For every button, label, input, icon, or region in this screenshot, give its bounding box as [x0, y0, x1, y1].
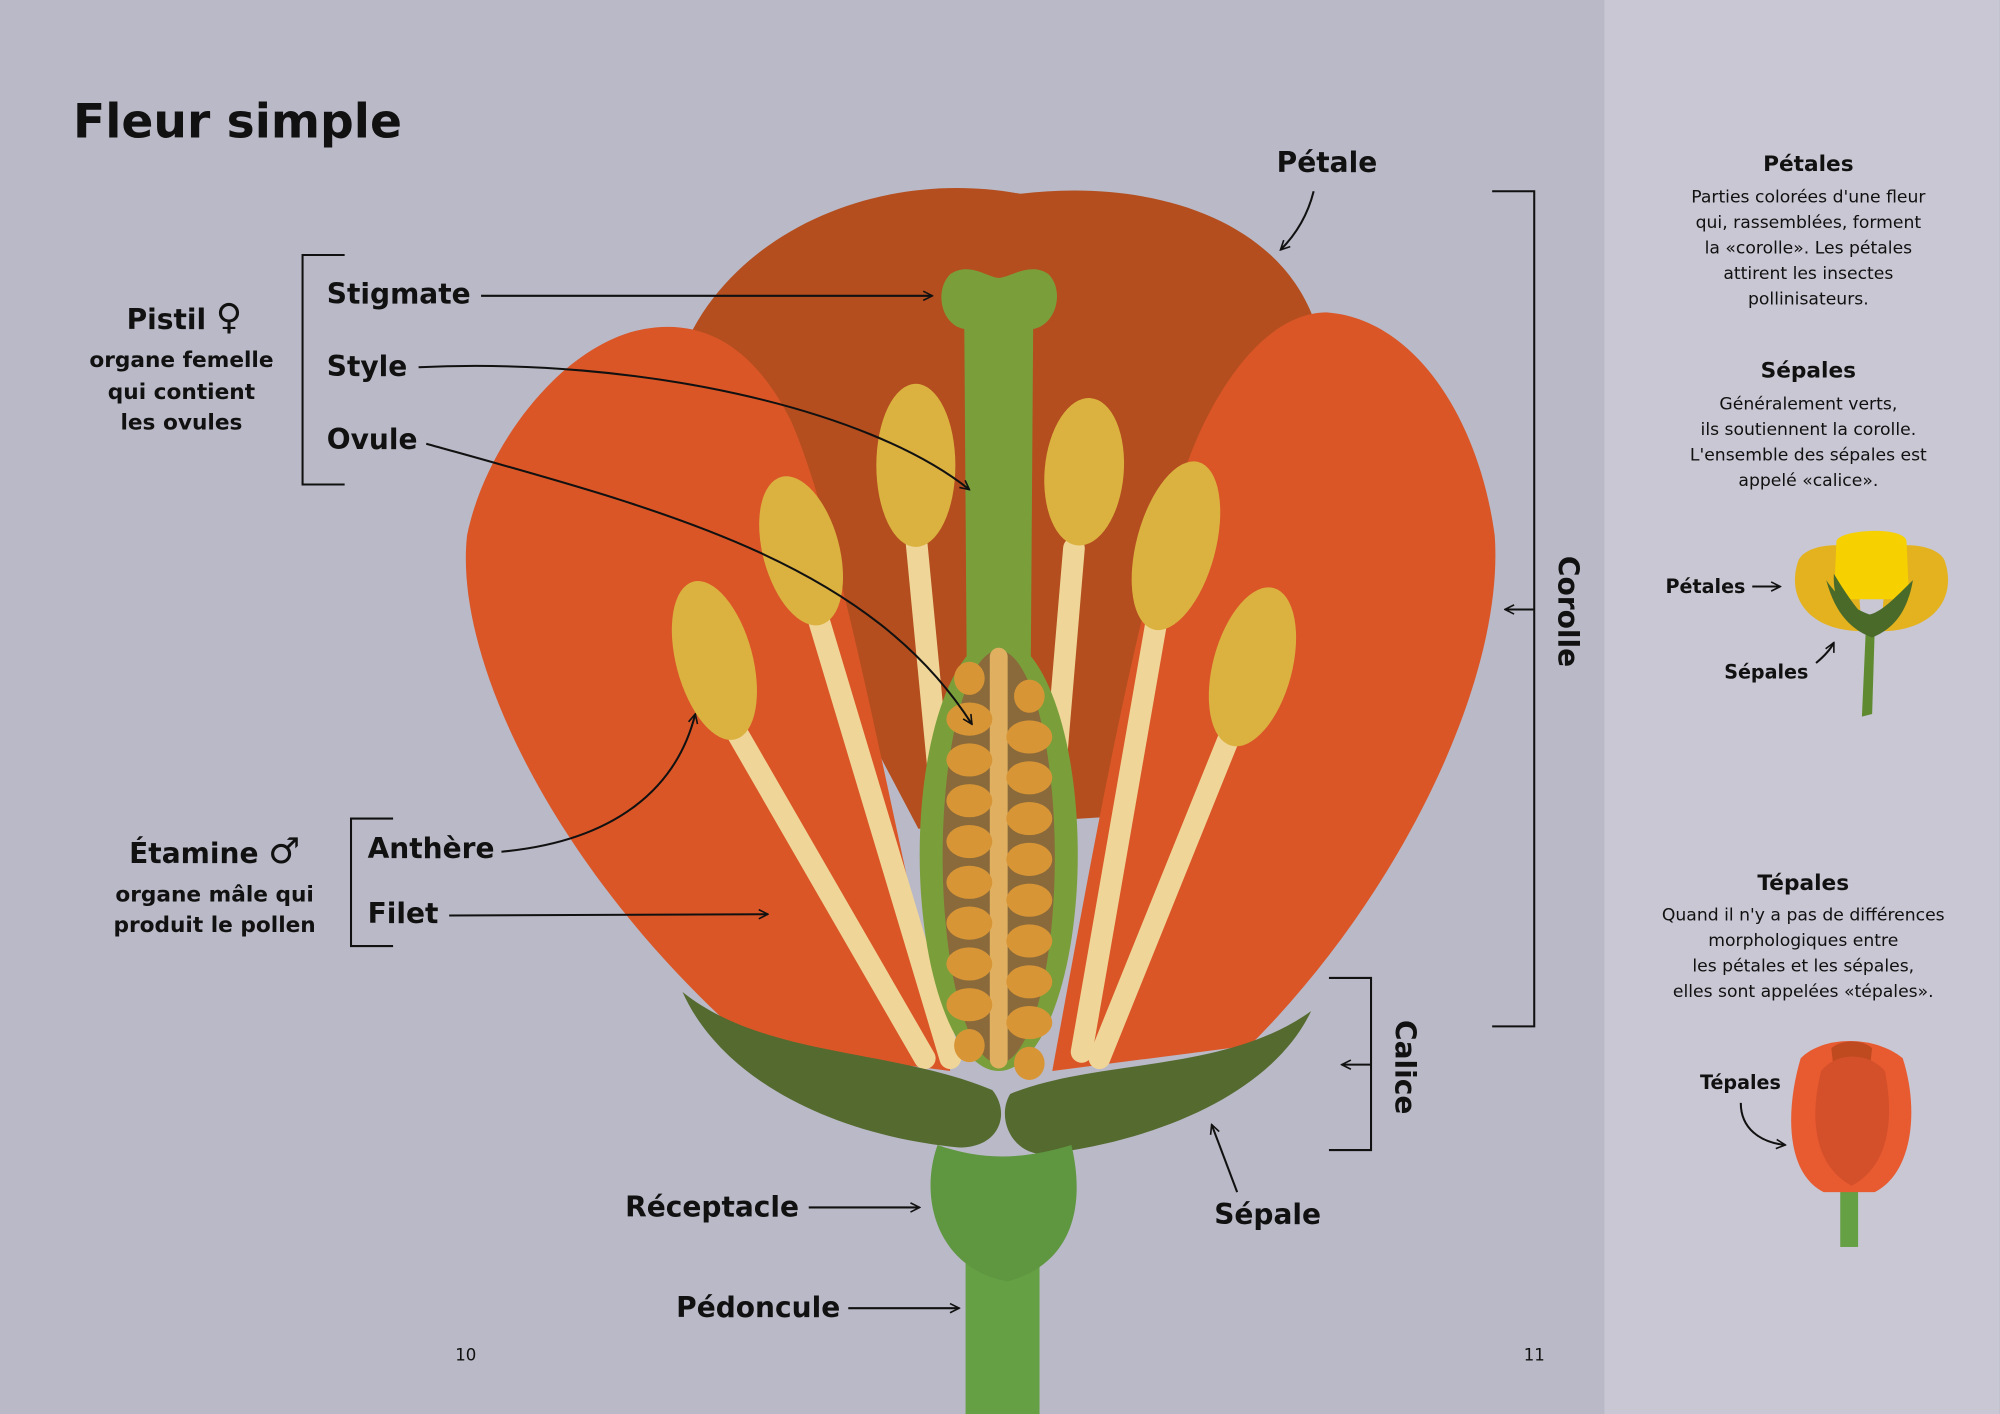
filaments [722, 524, 1242, 1070]
label-petale: Pétale [1277, 146, 1378, 179]
arrow-ovule [425, 442, 972, 725]
sidebar-text: attirent les insectes [1723, 264, 1893, 284]
ovule [946, 743, 993, 777]
label-sepale: Sépale [1214, 1198, 1321, 1231]
sidebar-petales-title: Pétales [1763, 152, 1854, 177]
ovule [1006, 1005, 1053, 1040]
etamine-desc-2: produit le pollen [113, 913, 315, 938]
label-style: Style [327, 350, 408, 383]
sidebar-text: Quand il n'y a pas de différences [1662, 906, 1945, 926]
ovule [946, 784, 993, 818]
right-panel-bg [1604, 0, 2000, 1414]
receptacle [930, 1144, 1077, 1282]
ovule [1014, 1046, 1045, 1080]
arrow-style [418, 364, 970, 490]
pistil-desc-1: organe femelle [89, 348, 273, 373]
arrow-petale [1281, 191, 1315, 250]
label-corolle: Corolle [1551, 556, 1584, 667]
sidebar-text: morphologiques entre [1708, 931, 1898, 951]
ovule [1006, 965, 1053, 999]
ovule [946, 947, 993, 981]
sidebar-text: elles sont appelées «tépales». [1673, 982, 1934, 1002]
pistil-desc-3: les ovules [120, 411, 242, 436]
flower-illustration [465, 188, 1496, 1414]
tulip-illustration [1791, 1041, 1912, 1247]
ovule [946, 988, 993, 1022]
ovule [954, 1028, 985, 1063]
ovule [1006, 842, 1053, 876]
pistil-desc-2: qui contient [108, 380, 255, 405]
yellow-flower-illustration [1794, 530, 1949, 717]
arrow-illus-tepales [1739, 1102, 1786, 1145]
etamine-desc-1: organe mâle qui [115, 882, 314, 907]
label-filet: Filet [368, 897, 439, 930]
illus-petales-label: Pétales [1666, 575, 1746, 598]
sidebar-text: pollinisateurs. [1748, 290, 1869, 310]
ovule [954, 661, 985, 695]
sidebar-text: L'ensemble des sépales est [1690, 445, 1927, 465]
label-anthere: Anthère [368, 832, 495, 865]
ovule [946, 865, 993, 899]
page-number-right: 11 [1524, 1345, 1545, 1364]
illus-sepales-label: Sépales [1724, 660, 1808, 683]
ovule [1006, 801, 1053, 836]
ovule [1006, 883, 1053, 917]
sidebar-text: qui, rassemblées, forment [1696, 213, 1922, 233]
sidebar-text: appelé «calice». [1738, 471, 1878, 491]
arrow-anthere [501, 714, 695, 853]
sidebar-text: ils soutiennent la corolle. [1701, 420, 1917, 440]
ovule [946, 906, 993, 940]
label-pedoncule: Pédoncule [676, 1291, 840, 1324]
page-title: Fleur simple [73, 95, 402, 150]
sidebar-petales: Pétales Parties colorées d'une fleur qui… [1691, 152, 1926, 310]
label-calice: Calice [1388, 1020, 1421, 1114]
page-number-left: 10 [455, 1345, 476, 1364]
arrow-filet [449, 914, 768, 915]
anthers [671, 383, 1297, 747]
pistil-bracket [301, 253, 345, 486]
pistil [919, 269, 1078, 1080]
sidebar-text: la «corolle». Les pétales [1705, 239, 1913, 259]
etamine-bracket [349, 817, 394, 948]
left-sepal [682, 991, 1002, 1148]
ovule [1014, 679, 1045, 713]
ovule [1006, 720, 1053, 754]
label-ovule: Ovule [327, 423, 418, 456]
sidebar-tepales: Tépales Quand il n'y a pas de différence… [1662, 871, 1945, 1002]
right-sepal [1004, 1011, 1312, 1155]
ovule [1006, 761, 1053, 795]
sidebar-tepales-title: Tépales [1757, 871, 1849, 896]
ovules [946, 661, 1053, 1080]
label-stigmate: Stigmate [327, 277, 471, 310]
sidebar-text: Parties colorées d'une fleur [1691, 188, 1926, 208]
sidebar-text: les pétales et les sépales, [1692, 957, 1914, 977]
ovule [946, 824, 993, 859]
arrow-illus-sepales [1815, 643, 1835, 664]
sidebar-text: Généralement verts, [1719, 394, 1897, 414]
sidebar-sepales-title: Sépales [1761, 358, 1856, 383]
arrow-sepale [1212, 1125, 1239, 1193]
etamine-title: Étamine ♂ [129, 831, 300, 872]
sidebar-sepales: Sépales Généralement verts, ils soutienn… [1690, 358, 1927, 490]
illus-tepales-label: Tépales [1700, 1071, 1781, 1094]
pistil-title: Pistil ♀ [127, 297, 242, 338]
ovule [1006, 924, 1053, 958]
label-receptacle: Réceptacle [625, 1190, 799, 1223]
